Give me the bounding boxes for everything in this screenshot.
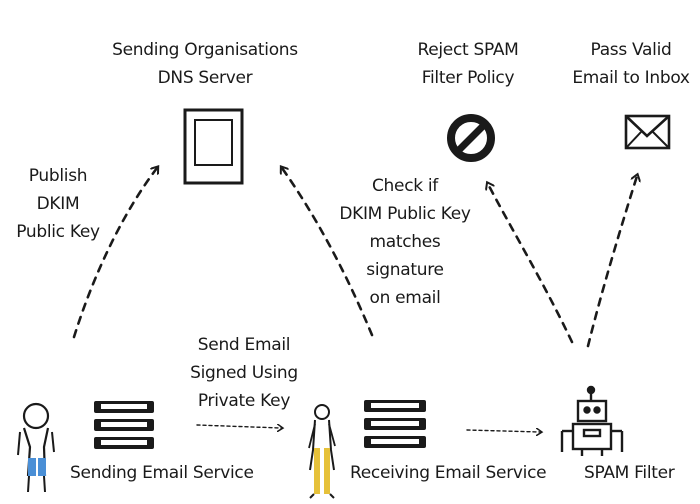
publish-label-line: DKIM [36,194,80,214]
person-icon [17,402,55,493]
reject-label: Reject SPAM Filter Policy [398,36,538,92]
arrow-filter-to-reject [488,184,574,344]
pass-label: Pass Valid Email to Inbox [566,36,696,92]
send-label: Send Email Signed Using Private Key [184,331,304,415]
check-label-line: matches [369,232,441,252]
publish-label: Publish DKIM Public Key [8,162,108,246]
arrow-receive-to-filter [466,430,540,432]
send-label-line: Private Key [197,391,291,411]
sending-service-label: Sending Email Service [70,463,254,483]
send-label-line: Signed Using [190,363,298,383]
arrow-check-to-dns [282,168,374,337]
picture-frame-icon [183,108,244,185]
check-label-line: signature [366,260,444,280]
reject-label-line: Filter Policy [421,68,515,88]
check-label: Check if DKIM Public Key matches signatu… [330,172,480,312]
arrow-send-email [196,425,281,428]
publish-label-line: Publish [28,166,88,186]
robot-icon [560,385,624,456]
check-label-line: on email [369,288,441,308]
receiving-service-label: Receiving Email Service [350,463,547,483]
dns-server-label: Sending Organisations DNS Server [110,36,300,92]
dns-server-label-line: DNS Server [157,68,253,88]
spam-filter-label: SPAM Filter [584,463,675,483]
pass-label-line: Email to Inbox [572,68,690,88]
reject-label-line: Reject SPAM [417,40,519,60]
prohibited-icon [447,114,495,162]
check-label-line: DKIM Public Key [339,204,471,224]
server-stack-icon [364,400,426,448]
check-label-line: Check if [371,176,438,196]
arrow-filter-to-inbox [586,176,637,348]
pass-label-line: Pass Valid [590,40,672,60]
send-label-line: Send Email [197,335,291,355]
person-icon [308,404,336,499]
envelope-icon [624,114,671,150]
dns-server-label-line: Sending Organisations [112,40,298,60]
arrow-publish-to-dns [72,168,157,339]
server-stack-icon [94,401,154,449]
publish-label-line: Public Key [16,222,100,242]
